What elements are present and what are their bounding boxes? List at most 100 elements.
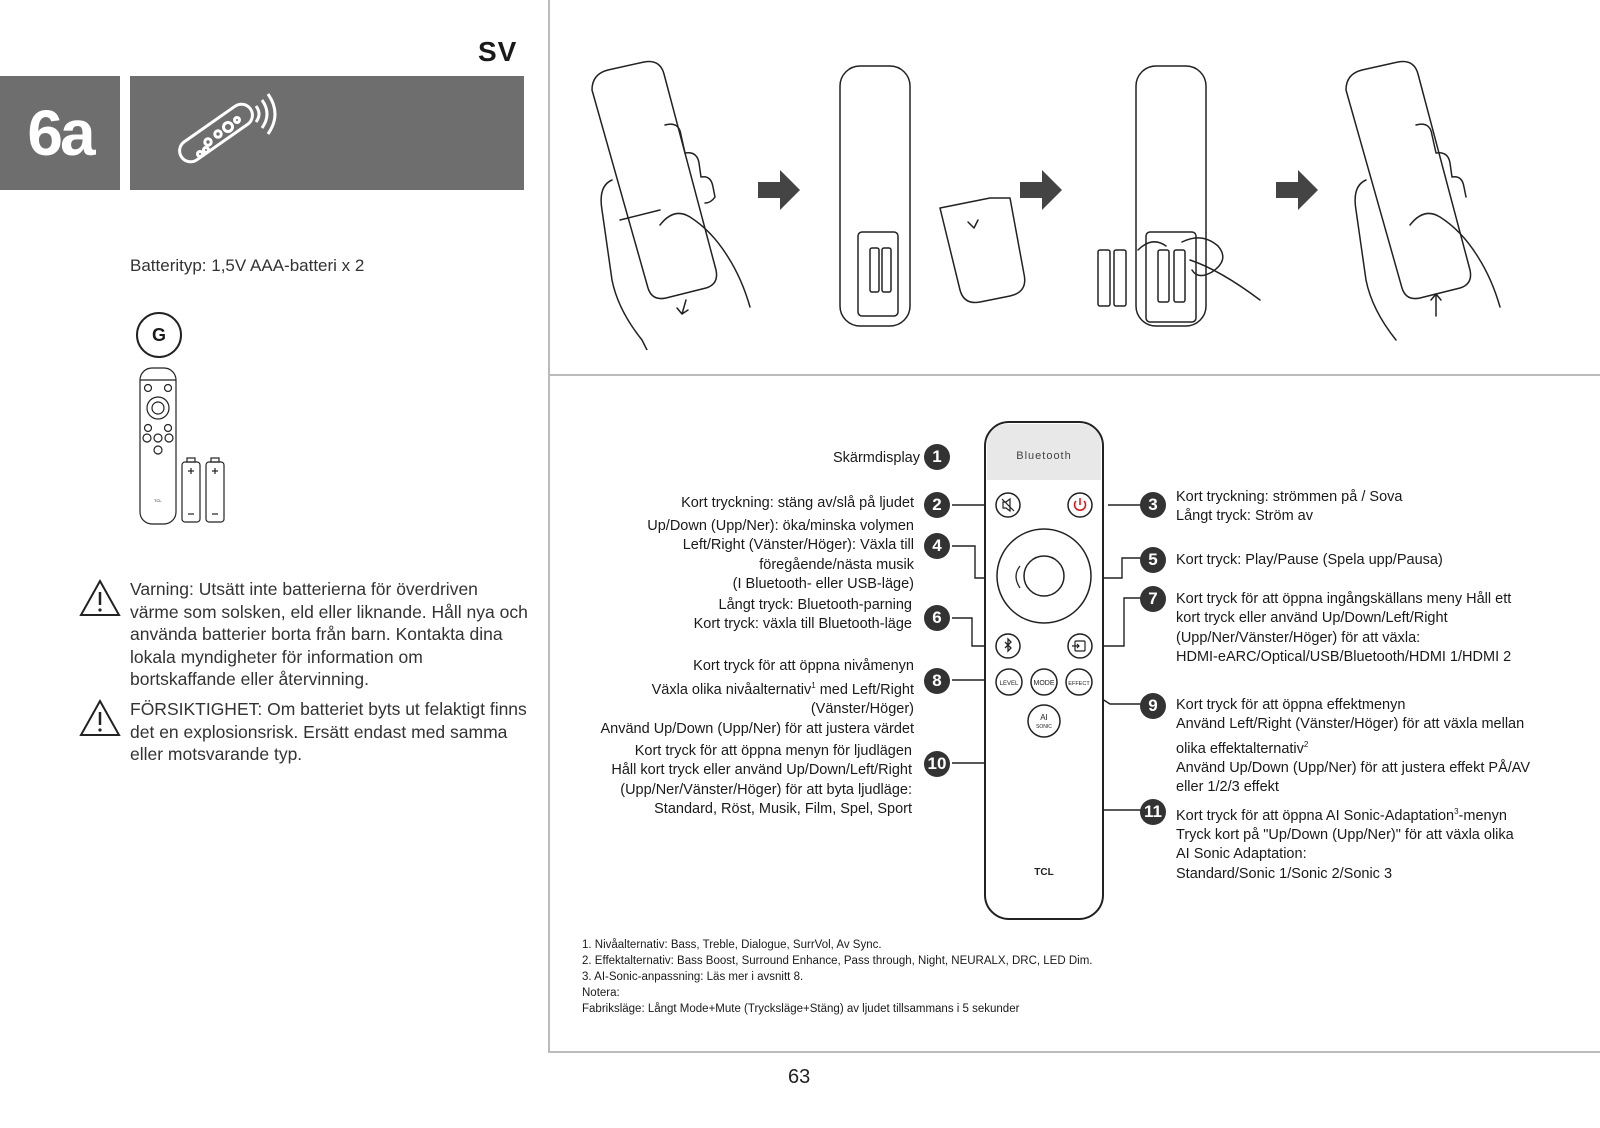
callout-4-text: Up/Down (Upp/Ner): öka/minska volymen Le…: [560, 517, 914, 594]
step4-close-cover: [1345, 60, 1501, 341]
bottom-divider: [548, 1051, 1600, 1053]
input-source-icon: [1072, 640, 1086, 652]
callout-3-line-2: Långt tryck: Ström av: [1176, 508, 1313, 525]
callout-9-line-5: eller 1/2/3 effekt: [1176, 779, 1279, 796]
callout-4-line-2: Left/Right (Vänster/Höger): Växla till: [682, 537, 914, 554]
callout-9-line-4: Använd Up/Down (Upp/Ner) för att justera…: [1176, 759, 1531, 776]
step3-insert-batteries: [1097, 65, 1261, 327]
callout-3-line-1: Kort tryckning: strömmen på / Sova: [1176, 489, 1403, 505]
callout-number-1: 1: [924, 444, 950, 470]
remote-brand-logo: TCL: [1034, 867, 1053, 878]
step2-open-compartment: [839, 65, 1026, 327]
footnotes: 1. Nivåalternativ: Bass, Treble, Dialogu…: [582, 937, 1582, 1017]
battery-installation-steps: [591, 60, 1501, 350]
remote-mode-button[interactable]: [1030, 668, 1058, 696]
svg-text:TCL: TCL: [154, 498, 162, 503]
callout-number-5: 5: [1140, 547, 1166, 573]
footnote-note-label: Notera:: [582, 987, 620, 999]
callout-11-line-1: Kort tryck för att öppna AI Sonic-Adapta…: [1176, 807, 1507, 824]
remote-diagram: Bluetooth LEVEL MODE EFFECT AI: [952, 421, 1146, 920]
step1-remove-cover: [591, 60, 751, 350]
step-arrow-2: [1020, 170, 1062, 210]
callout-number-2: 2: [924, 492, 950, 518]
callout-9-line-1: Kort tryck för att öppna effektmenyn: [1176, 697, 1406, 713]
section-number: 6a: [0, 76, 120, 190]
callout-4-line-1: Up/Down (Upp/Ner): öka/minska volymen: [647, 518, 914, 534]
footnote-3: 3. AI-Sonic-anpassning: Läs mer i avsnit…: [582, 971, 804, 983]
battery-type-label: Batterityp: 1,5V AAA-batteri x 2: [130, 256, 365, 275]
callout-6-line-1: Långt tryck: Bluetooth-parning: [718, 597, 912, 613]
callout-8-line-2: Växla olika nivåalternativ1 med Left/Rig…: [651, 681, 914, 699]
horizontal-divider: [548, 374, 1600, 376]
callout-5-text: Kort tryck: Play/Pause (Spela upp/Pausa): [1176, 552, 1443, 568]
bluetooth-icon: [1004, 637, 1012, 653]
callout-6-line-2: Kort tryck: växla till Bluetooth-läge: [693, 616, 912, 633]
callout-9-line-2: Använd Left/Right (Vänster/Höger) för at…: [1176, 716, 1525, 733]
callout-number-9: 9: [1140, 693, 1166, 719]
callout-number-8: 8: [924, 668, 950, 694]
callout-10-line-1: Kort tryck för att öppna menyn för ljudl…: [634, 743, 912, 759]
callout-number-11: 11: [1140, 799, 1166, 825]
remote-signal-icon: [178, 93, 277, 164]
footnote-factory-mode: Fabriksläge: Långt Mode+Mute (Trycksläge…: [582, 1003, 1020, 1015]
footnote-1: 1. Nivåalternativ: Bass, Treble, Dialogu…: [582, 939, 882, 951]
callout-7-line-2: kort tryck eller använd Up/Down/Left/Rig…: [1176, 610, 1448, 627]
callout-10-text: Kort tryck för att öppna menyn för ljudl…: [560, 742, 912, 819]
remote-display-text: Bluetooth: [1016, 450, 1071, 462]
callout-11-line-4: Standard/Sonic 1/Sonic 2/Sonic 3: [1176, 865, 1393, 882]
step-arrow-3: [1276, 170, 1318, 210]
vertical-divider: [548, 0, 550, 1052]
remote-and-batteries-illustration: TCL: [139, 367, 225, 525]
step-arrow-1: [758, 170, 800, 210]
callout-3-text: Kort tryckning: strömmen på / Sova Långt…: [1176, 488, 1586, 527]
callout-7-line-1: Kort tryck för att öppna ingångskällans …: [1176, 591, 1512, 607]
callout-9-text: Kort tryck för att öppna effektmenyn Anv…: [1176, 696, 1586, 797]
callout-10-line-3: (Upp/Ner/Vänster/Höger) för att byta lju…: [620, 781, 912, 798]
battery-warning-text: Varning: Utsätt inte batterierna för öve…: [130, 579, 528, 689]
callout-8-line-1: Kort tryck för att öppna nivåmenyn: [693, 658, 914, 674]
callout-number-10: 10: [924, 751, 950, 777]
effect-button-label: EFFECT: [1068, 681, 1090, 687]
callout-11-line-2: Tryck kort på "Up/Down (Upp/Ner)" för at…: [1176, 827, 1514, 844]
callout-7-text: Kort tryck för att öppna ingångskällans …: [1176, 590, 1586, 667]
caution-text: FÖRSIKTIGHET: Om batteriet byts ut felak…: [130, 699, 527, 764]
callout-number-4: 4: [924, 533, 950, 559]
remote-left-arrow-mark: [1015, 565, 1021, 589]
callout-11-line-3: AI Sonic Adaptation:: [1176, 846, 1307, 863]
callout-4-line-3: föregående/nästa musik: [759, 556, 914, 573]
remote-body: Bluetooth LEVEL MODE EFFECT AI: [984, 421, 1104, 920]
remote-ai-sonic-button[interactable]: [1027, 704, 1061, 738]
product-badge: G: [136, 312, 182, 358]
callout-6-text: Långt tryck: Bluetooth-parning Kort tryc…: [560, 596, 912, 635]
callout-11-text: Kort tryck för att öppna AI Sonic-Adapta…: [1176, 802, 1586, 884]
product-badge-letter: G: [151, 324, 166, 345]
callout-number-7: 7: [1140, 586, 1166, 612]
mute-icon: [1001, 497, 1015, 513]
power-icon: [1073, 498, 1087, 512]
language-code: SV: [478, 36, 518, 67]
ai-button-label: AI: [1040, 713, 1048, 722]
remote-play-pause-button[interactable]: [1023, 555, 1065, 597]
callout-1-text: Skärmdisplay: [832, 450, 920, 466]
mode-button-label: MODE: [1034, 680, 1055, 687]
page-number: 63: [788, 1066, 811, 1088]
warning-triangle-icon: [79, 578, 121, 616]
callout-4-line-4: (I Bluetooth- eller USB-läge): [732, 575, 914, 592]
footnote-2: 2. Effektalternativ: Bass Boost, Surroun…: [582, 955, 1093, 967]
remote-input-button[interactable]: [1067, 633, 1093, 659]
callout-number-3: 3: [1140, 492, 1166, 518]
sonic-button-label: SONIC: [1036, 724, 1052, 730]
callout-10-line-2: Håll kort tryck eller använd Up/Down/Lef…: [611, 762, 912, 779]
callout-9-line-3: olika effektalternativ2: [1176, 739, 1309, 757]
callout-2-text: Kort tryckning: stäng av/slå på ljudet: [681, 495, 914, 511]
callout-8-line-4: Använd Up/Down (Upp/Ner) för att justera…: [600, 720, 915, 737]
callout-8-text: Kort tryck för att öppna nivåmenyn Växla…: [560, 657, 915, 739]
callout-8-line-3: (Vänster/Höger): [810, 701, 914, 718]
callout-10-line-4: Standard, Röst, Musik, Film, Spel, Sport: [654, 800, 912, 817]
remote-level-button[interactable]: [995, 668, 1023, 696]
callout-number-6: 6: [924, 605, 950, 631]
level-button-label: LEVEL: [1000, 681, 1019, 687]
section-header-bar: [130, 76, 524, 190]
remote-effect-button[interactable]: [1065, 668, 1093, 696]
callout-7-line-4: HDMI-eARC/Optical/USB/Bluetooth/HDMI 1/H…: [1176, 648, 1512, 665]
